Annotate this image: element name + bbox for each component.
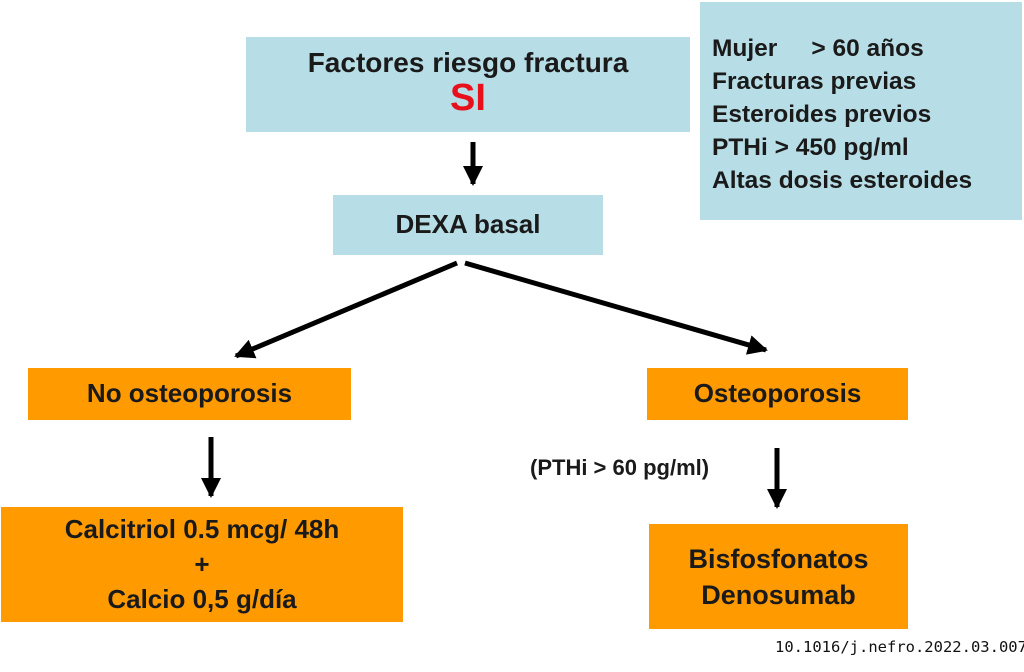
pthi-condition-label: (PTHi > 60 pg/ml)	[530, 455, 710, 480]
risk-factors-box: Factores riesgo fractura SI	[246, 37, 690, 132]
dexa-basal-box: DEXA basal	[333, 195, 603, 255]
treatment-line: +	[194, 549, 210, 579]
no-osteoporosis-box: No osteoporosis	[28, 368, 351, 420]
calcitriol-treatment-box: Calcitriol 0.5 mcg/ 48h + Calcio 0,5 g/d…	[1, 507, 403, 622]
dexa-basal-label: DEXA basal	[395, 209, 541, 240]
criteria-item: Fracturas previas	[712, 68, 917, 95]
no-osteoporosis-label: No osteoporosis	[86, 378, 293, 409]
treatment-line: Calcio 0,5 g/día	[107, 584, 297, 614]
risk-criteria-box: Mujer > 60 años Fracturas previas Estero…	[700, 2, 1022, 220]
risk-factors-title: Factores riesgo fractura	[307, 46, 629, 78]
risk-answer-si: SI	[450, 76, 486, 119]
criteria-item: PTHi > 450 pg/ml	[712, 134, 909, 161]
treatment-line: Calcitriol 0.5 mcg/ 48h	[64, 514, 340, 544]
arrow-dexa-to-osteoporosis	[464, 260, 768, 355]
treatment-line: Bisfosfonatos	[688, 543, 869, 574]
criteria-item: Altas dosis esteroides	[712, 167, 973, 194]
criteria-item: Mujer > 60 años	[712, 35, 924, 62]
doi-watermark: 10.1016/j.nefro.2022.03.007	[775, 638, 1024, 656]
bisfosfonatos-treatment-box: Bisfosfonatos Denosumab	[649, 524, 908, 629]
treatment-line: Denosumab	[701, 579, 856, 610]
osteoporosis-box: Osteoporosis	[647, 368, 908, 420]
osteoporosis-label: Osteoporosis	[693, 378, 862, 409]
criteria-item: Esteroides previos	[712, 101, 932, 128]
arrow-dexa-to-no-osteoporosis	[234, 260, 458, 359]
